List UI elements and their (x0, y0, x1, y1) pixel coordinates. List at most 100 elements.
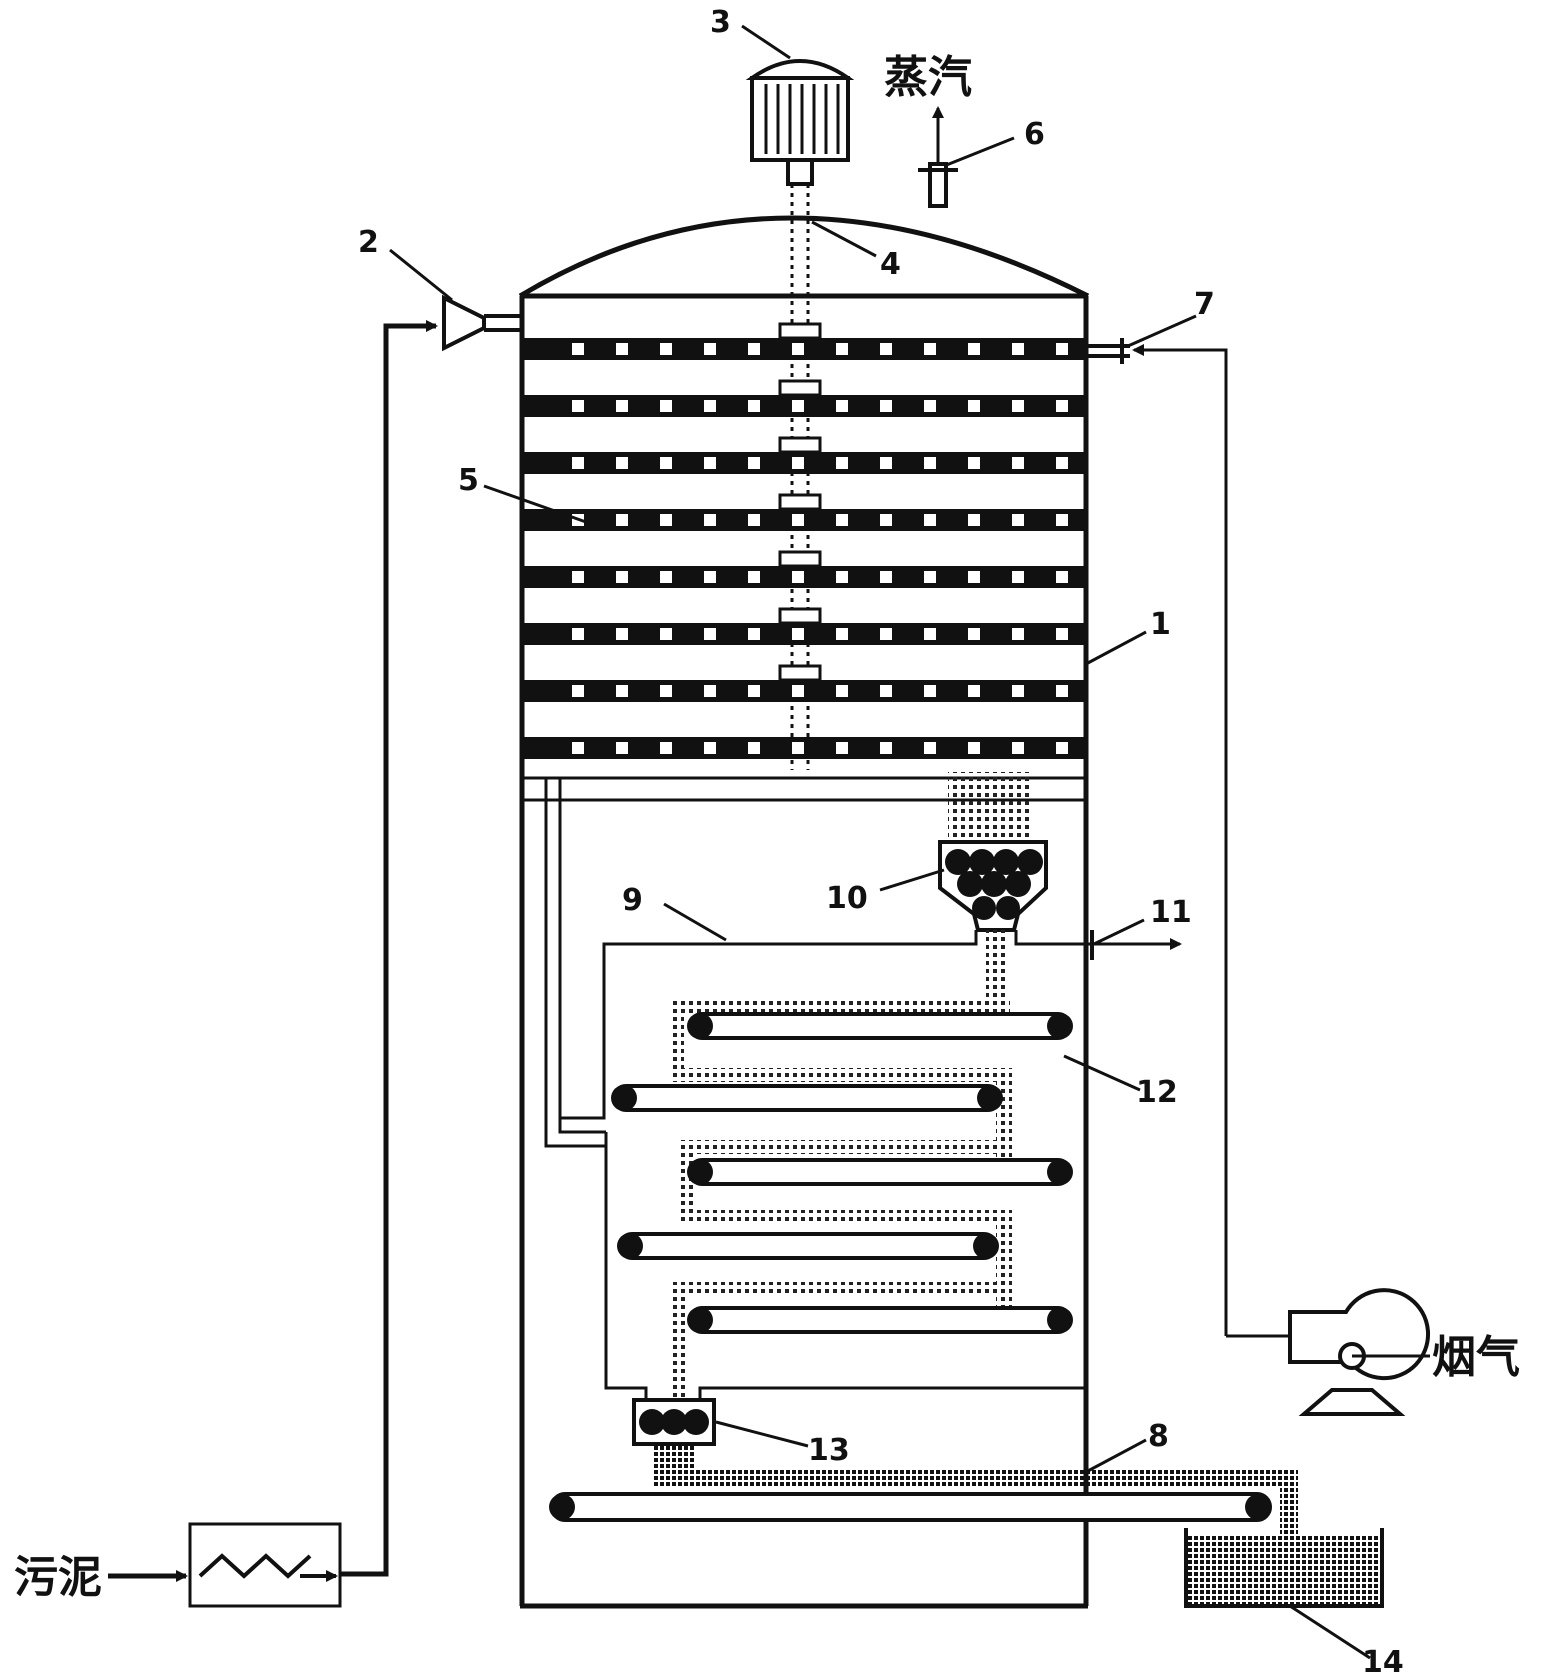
tray-hole (748, 571, 760, 583)
tray-hole (924, 742, 936, 754)
steam-label: 蒸汽 (884, 52, 972, 103)
tray-hole (924, 514, 936, 526)
label-4: 4 (880, 247, 901, 282)
shaft-hub (778, 550, 822, 568)
label-13: 13 (808, 1433, 850, 1468)
tray-hole (924, 343, 936, 355)
label-6: 6 (1024, 117, 1045, 152)
tray-hole (1056, 571, 1068, 583)
belt-roller (1047, 1159, 1073, 1185)
label-10: 10 (826, 881, 868, 916)
belt (688, 1158, 1072, 1186)
tray-hole (704, 628, 716, 640)
belt (618, 1232, 998, 1260)
tray-hole (660, 400, 672, 412)
label-1: 1 (1150, 607, 1171, 642)
tray-hole (1056, 742, 1068, 754)
tray-hole (924, 457, 936, 469)
belt-roller (687, 1013, 713, 1039)
pellet-streams (670, 930, 1012, 1400)
tray-hole (968, 514, 980, 526)
tray-hole (968, 628, 980, 640)
tray-hole (1056, 514, 1068, 526)
tray-hole (836, 343, 848, 355)
belt-stack-frame (604, 1132, 1086, 1400)
tray-hole (660, 457, 672, 469)
tray-hole (880, 685, 892, 697)
tray-hole (1012, 628, 1024, 640)
belt-roller (977, 1085, 1003, 1111)
collection-bin (1184, 1528, 1384, 1608)
belt-roller (973, 1233, 999, 1259)
tray-hole (748, 457, 760, 469)
label-3: 3 (710, 5, 731, 40)
tray-hole (704, 571, 716, 583)
sludge-label: 污泥 (14, 1552, 102, 1603)
tray-hole (836, 400, 848, 412)
tower-dome (518, 215, 1090, 299)
tray-hole (704, 343, 716, 355)
sludge-preheater (108, 1522, 342, 1608)
tray-hole (792, 571, 804, 583)
label-5: 5 (458, 463, 479, 498)
tray-hole (792, 628, 804, 640)
tray-hole (924, 400, 936, 412)
tray-hole (660, 514, 672, 526)
tray-hole (616, 514, 628, 526)
tray-hole (968, 343, 980, 355)
tray-hole (880, 742, 892, 754)
belt-roller (687, 1307, 713, 1333)
tray-hole (660, 628, 672, 640)
tray-hole (1012, 514, 1024, 526)
discharge-conveyor (549, 1470, 1298, 1566)
tray-hole (1056, 457, 1068, 469)
tray-hole (968, 457, 980, 469)
tray-hole (1012, 742, 1024, 754)
tray-hole (1012, 571, 1024, 583)
tray-hole (748, 742, 760, 754)
blower-fan (1226, 1288, 1431, 1416)
tray-hole (968, 400, 980, 412)
sludge-feed-line (340, 320, 438, 1577)
tray-hole (968, 742, 980, 754)
tray-hole (1056, 685, 1068, 697)
tray-hole (572, 400, 584, 412)
tray-hole (616, 400, 628, 412)
steam-outlet (918, 106, 958, 208)
tray-hole (880, 343, 892, 355)
belt (688, 1306, 1072, 1334)
exhaust-line-11 (1014, 930, 1182, 950)
feed-nozzle (442, 294, 522, 352)
label-8: 8 (1148, 1419, 1169, 1454)
leader-lines (389, 24, 1371, 1660)
tray-hole (616, 685, 628, 697)
tray-hole (704, 742, 716, 754)
crusher-hopper (938, 772, 1048, 932)
tray-hole (616, 742, 628, 754)
belt-roller (687, 1159, 713, 1185)
tray-hole (924, 628, 936, 640)
shaft-hub (778, 322, 822, 340)
tray-hole (836, 742, 848, 754)
tray-hole (880, 628, 892, 640)
tray-hole (1056, 343, 1068, 355)
tray-hole (1012, 685, 1024, 697)
tray-hole (836, 571, 848, 583)
tray-hole (880, 571, 892, 583)
tray-hole (748, 343, 760, 355)
shaft-hub (778, 493, 822, 511)
tray-hole (748, 400, 760, 412)
label-2: 2 (358, 225, 379, 260)
tray-hole (836, 685, 848, 697)
tray-hole (704, 685, 716, 697)
tray-hole (880, 400, 892, 412)
tray-hole (836, 514, 848, 526)
tray-hole (704, 400, 716, 412)
tray-hole (792, 457, 804, 469)
tray-hole (924, 571, 936, 583)
motor (745, 59, 855, 186)
upper-trays (522, 322, 1086, 759)
tray-hole (704, 457, 716, 469)
tray-hole (748, 685, 760, 697)
tray-hole (792, 685, 804, 697)
